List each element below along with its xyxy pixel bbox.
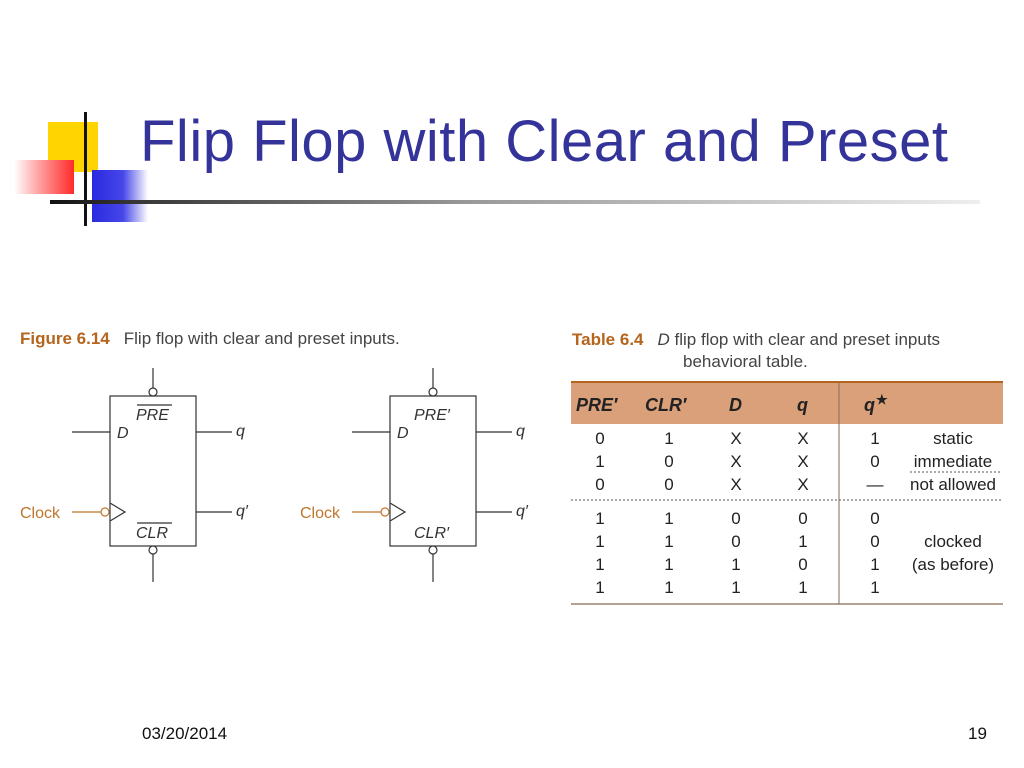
table-cell: X [730, 452, 741, 471]
table-caption-text: flip flop with clear and preset inputs [674, 330, 941, 349]
table-cell: 1 [664, 429, 673, 448]
flip-flop-left [72, 368, 232, 582]
table-cell: 0 [664, 475, 673, 494]
table-cell: X [797, 452, 808, 471]
left-pre-label: PRE [136, 407, 169, 424]
header-star: ★ [876, 392, 888, 407]
page-number: 19 [968, 724, 987, 743]
table-cell: 0 [664, 452, 673, 471]
figure-caption: Figure 6.14 Flip flop with clear and pres… [20, 329, 400, 349]
right-clr-label: CLR′ [414, 525, 450, 542]
table-header-bg [571, 382, 1003, 424]
table-cell: 0 [731, 509, 740, 528]
table-cell: 1 [664, 532, 673, 551]
figure-label: Figure 6.14 [20, 329, 110, 348]
slide-date: 03/20/2014 [142, 724, 228, 743]
table-cell: 1 [731, 578, 740, 597]
table-label: Table 6.4 [572, 330, 644, 349]
table-cell: 0 [595, 429, 604, 448]
note-static: static [933, 429, 973, 448]
title-underline [50, 200, 980, 204]
note-clocked: clocked [924, 532, 982, 551]
figure-caption-text: Flip flop with clear and preset inputs. [123, 329, 400, 348]
table-cell: 0 [870, 452, 879, 471]
table-cell: X [730, 429, 741, 448]
note-as-before: (as before) [912, 555, 994, 574]
table-cell: X [797, 429, 808, 448]
table-caption: Table 6.4 D flip flop with clear and pres… [572, 329, 940, 373]
table-cell: 0 [595, 475, 604, 494]
left-q-label: q [236, 423, 245, 440]
table-cell: 1 [595, 452, 604, 471]
header-clr: CLR′ [645, 395, 687, 415]
table-caption-italic: D [657, 330, 670, 349]
left-clock-label: Clock [20, 505, 61, 522]
table-cell: 1 [595, 555, 604, 574]
slide-title: Flip Flop with Clear and Preset [140, 109, 949, 174]
table-cell: 0 [870, 509, 879, 528]
left-qbar-label: q′ [236, 503, 249, 520]
table-cell: 1 [870, 578, 879, 597]
table-cell: 0 [731, 532, 740, 551]
header-d: D [729, 395, 742, 415]
note-immediate: immediate [914, 452, 992, 471]
table-cell: 1 [798, 578, 807, 597]
logo-blue-square [92, 170, 148, 222]
table-cell: 1 [664, 555, 673, 574]
table-cell: 1 [595, 532, 604, 551]
table-cell: 1 [664, 578, 673, 597]
table-cell: 0 [798, 509, 807, 528]
table-cell: X [730, 475, 741, 494]
table-cell: 1 [731, 555, 740, 574]
right-clock-label: Clock [300, 505, 341, 522]
header-pre: PRE′ [576, 395, 618, 415]
table-cell: X [797, 475, 808, 494]
header-q: q [797, 395, 808, 415]
table-cell: 1 [798, 532, 807, 551]
flip-flop-diagrams: D PRE CLR q q′ Clock D PRE′ CLR′ q q′ Cl… [20, 368, 529, 582]
table-cell: 1 [595, 509, 604, 528]
logo-red-bar [14, 160, 74, 194]
logo-vertical-line [84, 112, 87, 226]
right-d-label: D [397, 425, 409, 442]
left-d-label: D [117, 425, 129, 442]
table-cell: 1 [595, 578, 604, 597]
table-cell: 0 [870, 532, 879, 551]
table-cell: 1 [870, 555, 879, 574]
right-q-label: q [516, 423, 525, 440]
table-cell: 1 [870, 429, 879, 448]
note-not-allowed: not allowed [910, 475, 996, 494]
right-pre-label: PRE′ [414, 407, 451, 424]
table-cell: — [867, 475, 884, 494]
table-caption-line2: behavioral table. [683, 352, 808, 371]
table-cell: 1 [664, 509, 673, 528]
flip-flop-right [352, 368, 512, 582]
header-qstar: q [864, 395, 875, 415]
right-qbar-label: q′ [516, 503, 529, 520]
left-clr-label: CLR [136, 525, 168, 542]
table-cell: 0 [798, 555, 807, 574]
